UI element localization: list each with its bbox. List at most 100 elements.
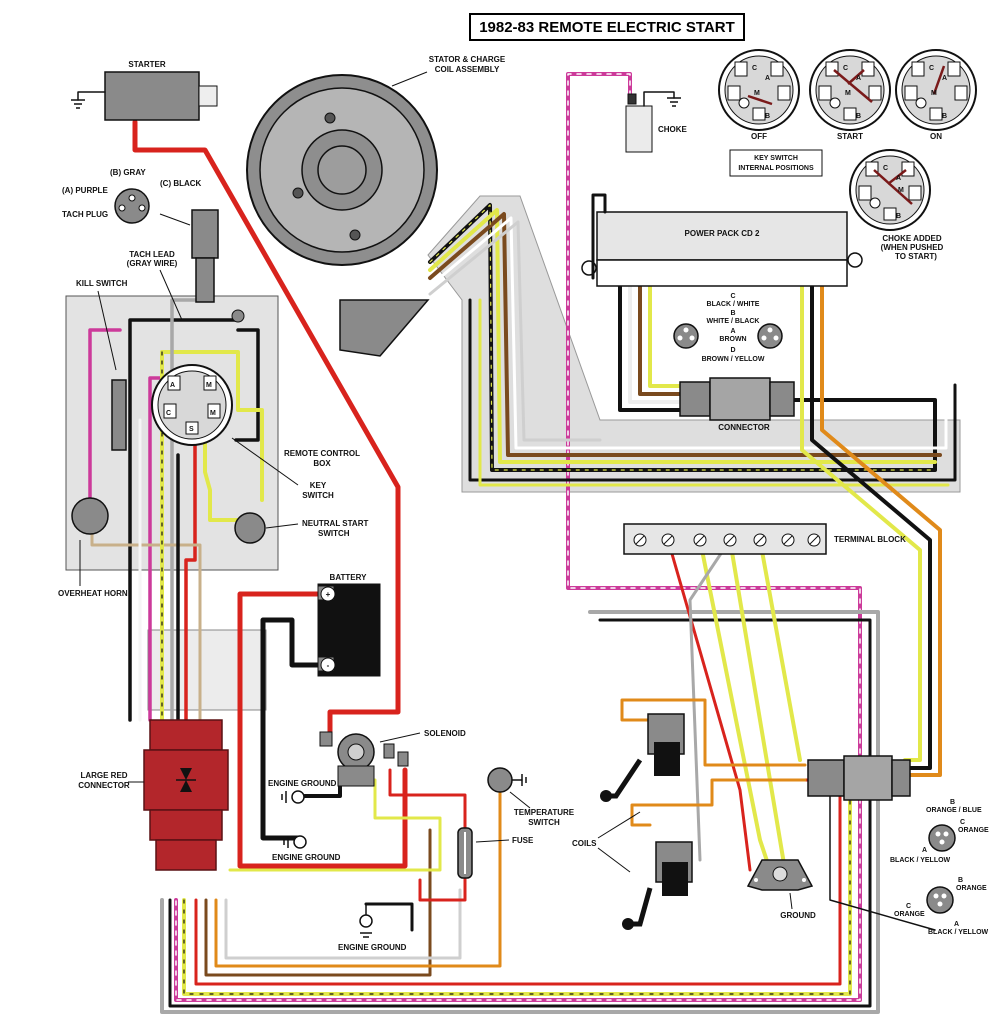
solenoid-pointer (379, 732, 421, 743)
solenoid-ground-cable (303, 783, 342, 798)
neutral-start-switch (234, 512, 266, 544)
starter-ground-lead (77, 91, 106, 101)
connector-black-wire (829, 795, 936, 931)
solenoid-red-lead (388, 768, 467, 830)
brown-wire-bottom (204, 828, 432, 977)
temp-label-1: TEMPERATURE (514, 808, 575, 817)
svg-text:B: B (856, 113, 861, 120)
temp-ground-icon (521, 774, 527, 786)
svg-text:A: A (170, 382, 175, 389)
battery-neg-icon (320, 657, 336, 673)
pp-white-black (628, 283, 692, 404)
solenoid-label: SOLENOID (424, 729, 466, 738)
pp-d-label: D (730, 347, 735, 354)
terminal-block (623, 523, 827, 555)
stator-harness-bundle (428, 203, 957, 487)
large-red-label-1: LARGE RED (80, 771, 127, 780)
svg-text:A: A (856, 75, 861, 82)
pp-right-yellow (800, 283, 922, 762)
starter-label: STARTER (128, 60, 165, 69)
svg-text:M: M (898, 187, 904, 194)
pin-c-lower: C (906, 903, 911, 910)
pp-brown-yellow (648, 283, 692, 388)
svg-text:C: C (166, 410, 171, 417)
rcb-yellow-1 (203, 438, 252, 522)
pp-black-white (618, 283, 692, 412)
svg-text:S: S (189, 426, 194, 433)
fuse-pointer (475, 839, 510, 843)
tb-gray-wire (688, 538, 732, 862)
engine-ground-label-3: ENGINE GROUND (338, 943, 407, 952)
choke-ground-icon (667, 97, 681, 107)
tb-yellow-wire-3 (758, 538, 802, 762)
power-pack (581, 211, 863, 287)
kill-switch (111, 379, 127, 451)
choke-terminal (627, 93, 637, 105)
coils-label: COILS (572, 839, 597, 848)
temp-label-2: SWITCH (528, 818, 560, 827)
stator-label-1: STATOR & CHARGE (429, 55, 506, 64)
svg-text:B: B (942, 113, 947, 120)
solenoid-yellow-lead (228, 778, 442, 872)
middle-connector (679, 377, 795, 421)
remote-box-label-2: BOX (313, 459, 331, 468)
svg-text:M: M (754, 90, 760, 97)
battery-negative-cable (260, 617, 321, 841)
power-pack-plug-left (673, 323, 699, 349)
tach-lead-label-2: (GRAY WIRE) (127, 259, 178, 268)
key-off-label: OFF (751, 132, 767, 141)
tach-plug-label: TACH PLUG (62, 210, 108, 219)
key-start-label: START (837, 132, 863, 141)
rcb-red-1 (184, 438, 197, 722)
choke-ground-lead (643, 91, 675, 107)
kill-switch-label: KILL SWITCH (76, 279, 128, 288)
connector-label: CONNECTOR (718, 423, 770, 432)
pp-right-black (810, 283, 932, 770)
ground-plate (746, 859, 814, 891)
black-wire-ground-bottom (364, 902, 414, 932)
power-pack-ground-lead (591, 193, 607, 280)
svg-text:M: M (845, 90, 851, 97)
gray-wire-bottom-2 (168, 618, 872, 1008)
engine-ground-label-2: ENGINE GROUND (272, 853, 341, 862)
tach-purple-label: (A) PURPLE (62, 186, 108, 195)
rcb-tan-1 (90, 528, 202, 722)
pin-a-upper: A (922, 847, 927, 854)
harness-shield (147, 629, 267, 711)
starter-cable-red (132, 119, 401, 738)
stator-label-2: COIL ASSEMBLY (435, 65, 500, 74)
plug-lower-right (926, 886, 954, 914)
ground-label: GROUND (780, 911, 816, 920)
svg-text:A: A (942, 75, 947, 82)
black-yellow-label-2: BLACK / YELLOW (928, 929, 989, 936)
svg-text:C: C (752, 65, 757, 72)
kill-switch-pointer (97, 290, 117, 371)
power-pack-plug-right (757, 323, 783, 349)
key-switch-label-1: KEY (310, 481, 327, 490)
stator-pointer (391, 71, 428, 87)
page-title: 1982-83 REMOTE ELECTRIC START (479, 19, 735, 36)
tach-black-label: (C) BLACK (160, 179, 202, 188)
key-internal-box (729, 149, 823, 177)
battery-pos-icon (320, 586, 336, 602)
solenoid (319, 731, 409, 787)
starter-gear (198, 85, 218, 107)
battery-positive-cable (237, 591, 408, 869)
coil-orange-wire-2 (630, 778, 807, 827)
svg-text:A: A (765, 75, 770, 82)
svg-text:M: M (931, 90, 937, 97)
tach-lead-pointer (159, 269, 183, 321)
black-yellow-label-1: BLACK / YELLOW (890, 857, 951, 864)
large-red-connector (143, 719, 229, 871)
rcb-black-2 (234, 328, 260, 442)
overheat-horn-label: OVERHEAT HORN (58, 589, 128, 598)
tach-lead-label-1: TACH LEAD (129, 250, 175, 259)
pp-a-label: A (730, 328, 735, 335)
orange-label-2: ORANGE (956, 885, 987, 892)
pp-white-black-label: WHITE / BLACK (707, 318, 760, 325)
svg-text:M: M (206, 382, 212, 389)
svg-text:C: C (883, 165, 888, 172)
rcb-ground-stud (231, 309, 245, 323)
svg-text:A: A (896, 175, 901, 182)
